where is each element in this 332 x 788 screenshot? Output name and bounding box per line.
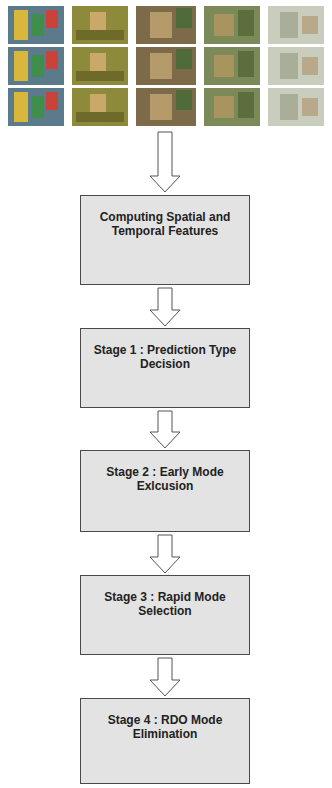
frame-column: [72, 6, 128, 126]
process-box: Stage 3 : Rapid Mode Selection: [80, 575, 250, 655]
stage-label: Stage 4 : RDO Mode Elimination: [91, 713, 239, 741]
frame-column: [204, 6, 260, 126]
video-frames: [0, 0, 332, 195]
block-arrow: [150, 658, 180, 696]
process-box: Computing Spatial and Temporal Features: [80, 195, 250, 285]
block-arrow: [150, 411, 180, 448]
stage-label: Stage 2 : Early Mode Exlcusion: [91, 465, 239, 493]
stage-label: Stage 1 : Prediction Type Decision: [91, 343, 239, 371]
frame-column: [268, 6, 324, 126]
frame-column: [136, 6, 196, 126]
frame-column: [8, 6, 64, 126]
process-box: Stage 1 : Prediction Type Decision: [80, 328, 250, 408]
stage-label: Stage 3 : Rapid Mode Selection: [91, 590, 239, 618]
block-arrow: [150, 535, 180, 573]
stage-label: Computing Spatial and Temporal Features: [91, 210, 239, 238]
block-arrow: [150, 132, 180, 192]
block-arrow: [150, 288, 180, 326]
process-box: Stage 4 : RDO Mode Elimination: [80, 698, 250, 784]
process-box: Stage 2 : Early Mode Exlcusion: [80, 450, 250, 532]
